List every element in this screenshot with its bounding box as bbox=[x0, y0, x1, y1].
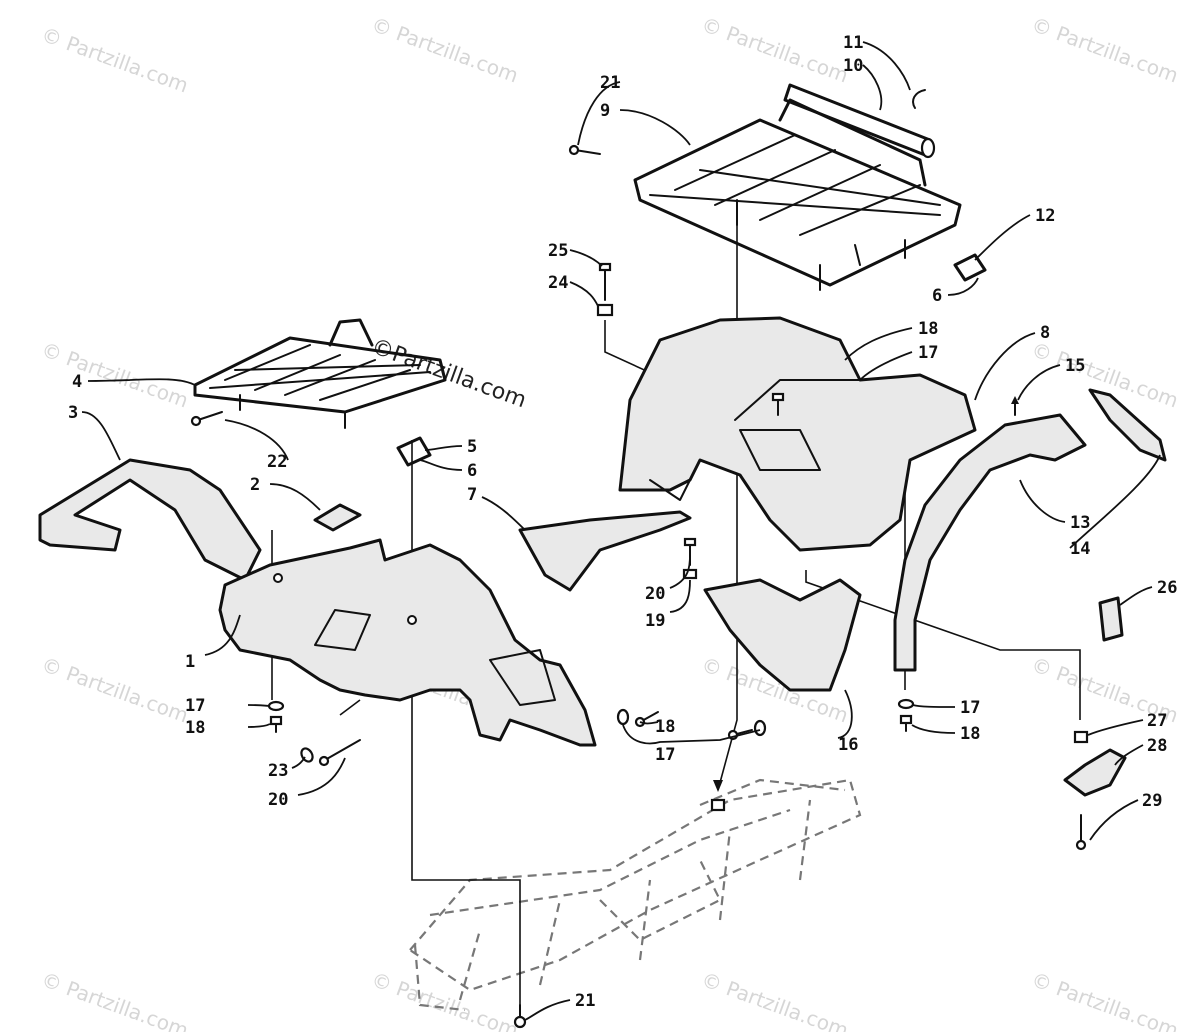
callout-18b: 18 bbox=[185, 718, 205, 738]
watermark-2: © Partzilla.com bbox=[368, 12, 521, 87]
callout-17c: 17 bbox=[655, 745, 675, 765]
callout-17a: 17 bbox=[918, 343, 938, 363]
part-7-side-panel bbox=[518, 510, 692, 592]
screw-29 bbox=[1075, 814, 1087, 851]
svg-text:© Partzilla.com: © Partzilla.com bbox=[368, 967, 521, 1032]
callout-14: 14 bbox=[1070, 539, 1090, 559]
chassis-frame bbox=[408, 778, 862, 1012]
part-10-grab-bar bbox=[783, 83, 936, 159]
bolt-21-bottom bbox=[513, 1004, 527, 1029]
washer-17-left bbox=[267, 700, 285, 712]
watermark-15: © Partzilla.com bbox=[1028, 967, 1181, 1032]
part-12-bracket bbox=[953, 253, 987, 282]
callout-2: 2 bbox=[250, 475, 260, 495]
bolt-20-left bbox=[318, 739, 361, 767]
svg-text:© Partzilla.com: © Partzilla.com bbox=[38, 967, 191, 1032]
callout-5: 5 bbox=[467, 437, 477, 457]
callout-22: 22 bbox=[267, 452, 287, 472]
callout-21a: 21 bbox=[600, 73, 620, 93]
callout-10: 10 bbox=[843, 56, 863, 76]
part-13-fender-flare bbox=[893, 413, 1087, 672]
callout-1: 1 bbox=[185, 652, 195, 672]
callout-8: 8 bbox=[1040, 323, 1050, 343]
watermark-12: © Partzilla.com bbox=[38, 967, 191, 1032]
washer-17-mid2 bbox=[753, 719, 767, 737]
callout-24: 24 bbox=[548, 273, 568, 293]
callout-6b: 6 bbox=[932, 286, 942, 306]
bolt-18-right bbox=[899, 714, 913, 732]
callout-26: 26 bbox=[1157, 578, 1177, 598]
callout-17d: 17 bbox=[960, 698, 980, 718]
callout-21b: 21 bbox=[575, 991, 595, 1011]
callout-25: 25 bbox=[548, 241, 568, 261]
callout-27: 27 bbox=[1147, 711, 1167, 731]
bolt-18-fender bbox=[771, 392, 785, 416]
svg-text:© Partzilla.com: © Partzilla.com bbox=[368, 12, 521, 87]
callout-13: 13 bbox=[1070, 513, 1090, 533]
svg-text:© Partzilla.com: © Partzilla.com bbox=[1028, 967, 1181, 1032]
screw-15 bbox=[1011, 396, 1019, 416]
part-2-decal bbox=[313, 503, 362, 532]
callout-18d: 18 bbox=[960, 724, 980, 744]
washer-17-right bbox=[897, 698, 915, 710]
callout-7: 7 bbox=[467, 485, 477, 505]
svg-text:© Partzilla.com: © Partzilla.com bbox=[698, 12, 851, 87]
part-14-flare-cover bbox=[1088, 388, 1167, 462]
part-8-rear-fender bbox=[618, 316, 977, 552]
part-16-mud-guard bbox=[703, 578, 862, 692]
leader-lines bbox=[81, 41, 1161, 1021]
watermark-center: ©Partzilla.com bbox=[368, 334, 530, 413]
callout-16: 16 bbox=[838, 735, 858, 755]
part-26-reflector bbox=[1098, 596, 1124, 642]
callout-29: 29 bbox=[1142, 791, 1162, 811]
bolt-18-left bbox=[269, 715, 283, 733]
svg-text:© Partzilla.com: © Partzilla.com bbox=[1028, 12, 1181, 87]
part-4-front-rack bbox=[193, 318, 447, 429]
watermark-14: © Partzilla.com bbox=[698, 967, 851, 1032]
callout-9: 9 bbox=[600, 101, 610, 121]
bolt-22 bbox=[190, 411, 223, 427]
bolt-25 bbox=[598, 262, 612, 301]
svg-text:©Partzilla.com: ©Partzilla.com bbox=[368, 334, 530, 413]
clip-19 bbox=[682, 568, 698, 580]
callout-28: 28 bbox=[1147, 736, 1167, 756]
callout-17b: 17 bbox=[185, 696, 205, 716]
bolt-21-top bbox=[568, 144, 601, 156]
watermark-5: © Partzilla.com bbox=[38, 337, 191, 412]
part-11-clip bbox=[912, 89, 926, 109]
watermark-8: © Partzilla.com bbox=[38, 652, 191, 727]
callout-18a: 18 bbox=[918, 319, 938, 339]
nut-27 bbox=[1073, 730, 1089, 744]
callout-6a: 6 bbox=[467, 461, 477, 481]
callout-11: 11 bbox=[843, 33, 863, 53]
part-3-fender-flap bbox=[38, 458, 262, 582]
frame-mount bbox=[710, 780, 726, 812]
callout-labels: 1 2 3 4 5 6 6 7 8 9 10 11 12 13 14 15 16… bbox=[68, 33, 1177, 1011]
part-5-bracket bbox=[396, 436, 432, 467]
svg-text:© Partzilla.com: © Partzilla.com bbox=[38, 337, 191, 412]
part-28-bracket bbox=[1063, 748, 1127, 797]
callout-15: 15 bbox=[1065, 356, 1085, 376]
callout-12: 12 bbox=[1035, 206, 1055, 226]
callout-20b: 20 bbox=[268, 790, 288, 810]
watermark-4: © Partzilla.com bbox=[1028, 12, 1181, 87]
callout-20a: 20 bbox=[645, 584, 665, 604]
part-1-front-fender bbox=[218, 538, 597, 747]
callout-23: 23 bbox=[268, 761, 288, 781]
callout-3: 3 bbox=[68, 403, 78, 423]
svg-text:© Partzilla.com: © Partzilla.com bbox=[38, 652, 191, 727]
svg-text:© Partzilla.com: © Partzilla.com bbox=[38, 22, 191, 97]
nut-24 bbox=[596, 303, 614, 317]
part-9-rear-rack bbox=[633, 98, 962, 291]
watermark-13: © Partzilla.com bbox=[368, 967, 521, 1032]
svg-text:© Partzilla.com: © Partzilla.com bbox=[698, 967, 851, 1032]
watermark-3: © Partzilla.com bbox=[698, 12, 851, 87]
callout-19: 19 bbox=[645, 611, 665, 631]
washer-17-mid bbox=[616, 708, 630, 726]
callout-18c: 18 bbox=[655, 717, 675, 737]
watermark-1: © Partzilla.com bbox=[38, 22, 191, 97]
callout-4: 4 bbox=[72, 372, 82, 392]
